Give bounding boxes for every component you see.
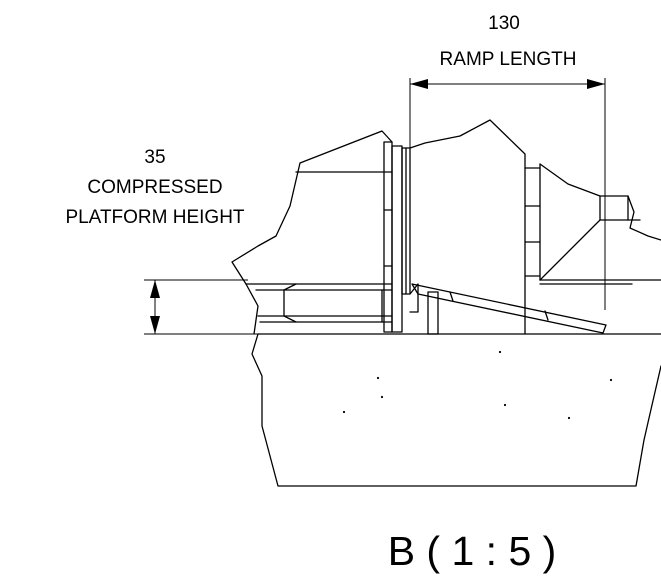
dimension-arrow-bottom — [150, 316, 160, 334]
dimension-arrow-top — [150, 280, 160, 298]
ramp-length-dimension: 130 RAMP LENGTH — [409, 13, 606, 310]
ground-slab-outline — [251, 333, 661, 487]
leveler-body — [409, 119, 541, 335]
frame-plates — [383, 141, 439, 335]
slab-hatch-dots — [342, 350, 613, 420]
platform-height-value: 35 — [144, 147, 165, 168]
view-title: B ( 1 : 5 ) — [388, 528, 557, 574]
dimension-arrow-right — [587, 79, 605, 89]
platform-height-label-line2: PLATFORM HEIGHT — [65, 207, 244, 228]
platform-section — [231, 130, 393, 335]
platform-height-dimension: 35 COMPRESSED PLATFORM HEIGHT — [65, 147, 258, 335]
dimension-arrow-left — [410, 79, 428, 89]
platform-height-label-line1: COMPRESSED — [87, 177, 222, 198]
bumper-section — [539, 163, 661, 285]
ramp-plate — [411, 283, 607, 334]
ramp-length-label: RAMP LENGTH — [440, 49, 577, 70]
ramp-length-value: 130 — [488, 13, 520, 34]
